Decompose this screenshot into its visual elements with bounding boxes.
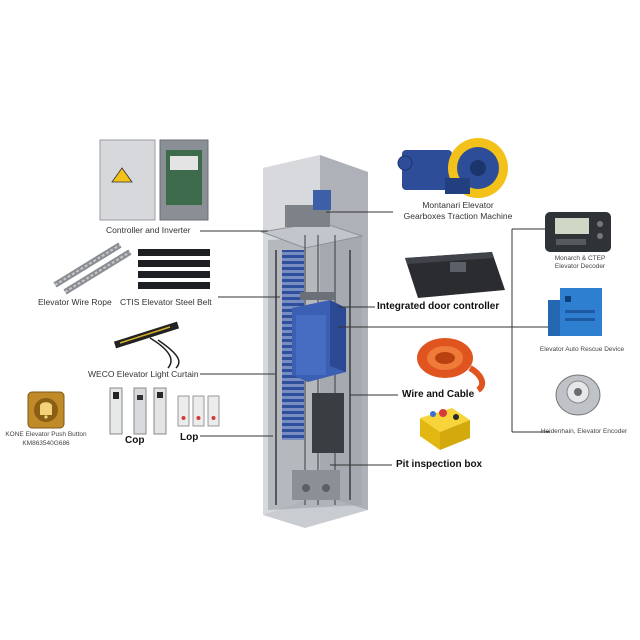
light-curtain-image xyxy=(113,321,180,369)
steel-belt-label: CTIS Elevator Steel Belt xyxy=(120,297,212,307)
leader-lines xyxy=(200,211,550,466)
light-curtain-label: WECO Elevator Light Curtain xyxy=(88,369,199,379)
traction-machine-label-line1: Montanari Elevator xyxy=(422,200,494,210)
car-door-frame xyxy=(312,393,344,453)
push-button-label: KONE Elevator Push Button KM863540G686 xyxy=(4,431,88,447)
cop-label: Cop xyxy=(125,435,145,446)
lop-label: Lop xyxy=(180,432,199,443)
traction-machine-label-line2: Gearboxes Traction Machine xyxy=(403,210,513,221)
cop-image xyxy=(109,387,167,435)
wire-cable-image xyxy=(417,338,486,393)
push-button-label-line1: KONE Elevator Push Button xyxy=(5,431,87,438)
controller-inverter-image xyxy=(99,139,209,221)
pit xyxy=(292,470,340,500)
decoder-label-line2: Elevator Decoder xyxy=(554,262,606,270)
wire-rope-image xyxy=(53,242,132,295)
traction-machine-label: Montanari Elevator Gearboxes Traction Ma… xyxy=(398,201,518,220)
door-controller-image xyxy=(405,252,505,298)
lop-image xyxy=(177,395,220,427)
push-button-image xyxy=(27,391,65,429)
pit-box-image xyxy=(420,408,470,450)
encoder-label: Heidenhain, Elevator Encoder xyxy=(540,428,628,435)
wire-rope-label: Elevator Wire Rope xyxy=(38,297,112,307)
traction-machine-image xyxy=(397,138,508,198)
rescue-device-label: Elevator Auto Rescue Device xyxy=(539,346,625,353)
controller-inverter-label: Controller and Inverter xyxy=(106,225,191,235)
decoder-label: Monarch & CTEP Elevator Decoder xyxy=(540,255,620,270)
wire-cable-label: Wire and Cable xyxy=(402,389,475,400)
elevator-car xyxy=(292,292,346,382)
decoder-image xyxy=(545,212,611,252)
decoder-label-line1: Monarch & CTEP xyxy=(554,255,606,262)
pit-box-label: Pit inspection box xyxy=(396,459,483,470)
door-controller-label: Integrated door controller xyxy=(377,301,500,312)
encoder-image xyxy=(555,374,601,416)
push-button-label-line2: KM863540G686 xyxy=(22,439,70,447)
steel-belt-image xyxy=(138,249,210,289)
rescue-device-image xyxy=(548,288,602,336)
